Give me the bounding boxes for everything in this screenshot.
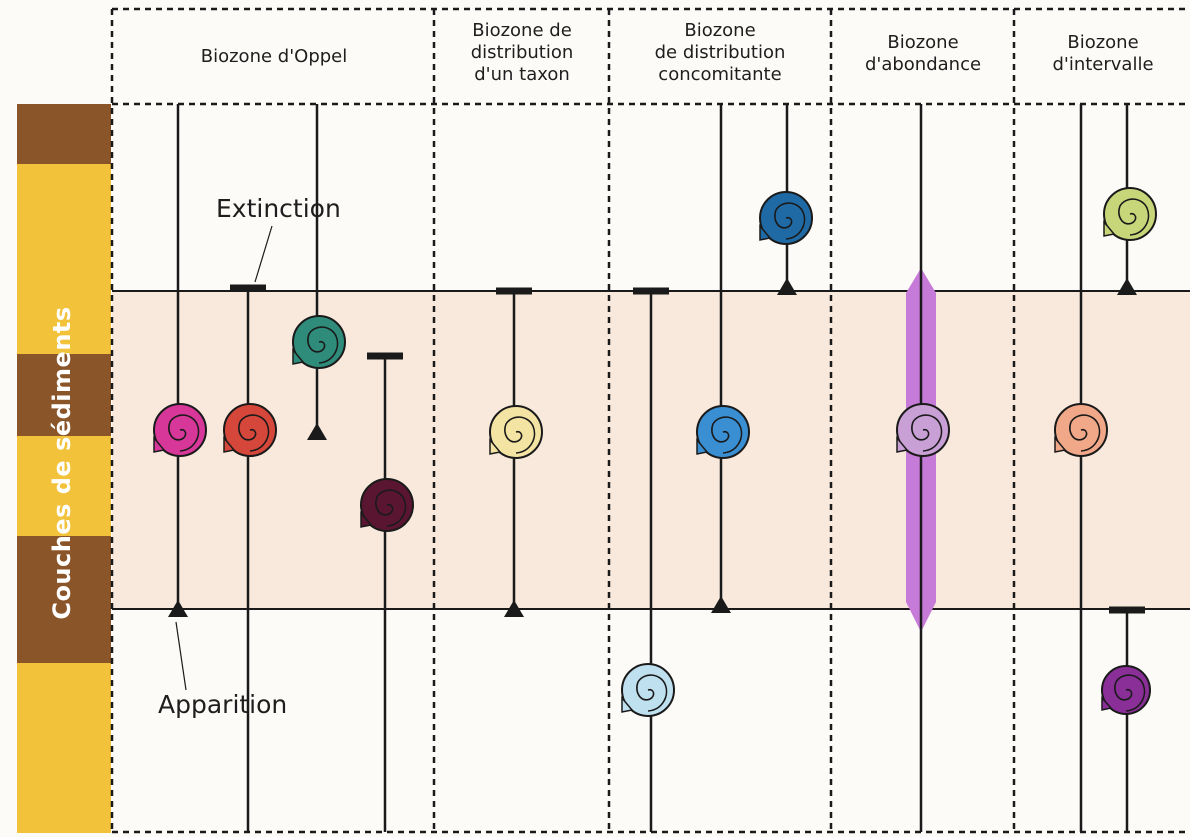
column-header-abundance: Biozone d'abondance [864,32,982,75]
stratum-light [17,164,111,354]
extinction-bars [230,284,1145,614]
ammonite-icon [696,405,750,459]
stratum-light [17,436,111,536]
ammonite-icon [223,403,277,457]
apparition-pointer [175,621,187,691]
taxon-ranges [176,104,1129,832]
ammonite-icon [489,405,543,459]
ammonite-icon [360,478,414,532]
column-header-oppel: Biozone d'Oppel [200,46,348,67]
ammonite-icon [153,403,207,457]
ammonite-icon [1101,665,1151,715]
sediment-layers-label: Couches de sédiments [48,306,76,620]
extinction-pointer [254,225,273,283]
column-header-interval: Biozone d'intervalle [1052,32,1154,75]
ammonite-icon [292,315,346,369]
appearance-markers [168,278,1137,617]
appearance-triangle [1117,278,1137,295]
appearance-triangle [307,423,327,440]
column-header-taxon-range: Biozone de distribution d'un taxon [470,20,574,85]
column-header-concurrent-range: Biozone de distribution concomitante [654,20,786,85]
stratum-dark [17,536,111,663]
ammonite-icon [621,663,675,717]
appearance-triangle [504,600,524,617]
appearance-triangle [711,596,731,613]
ammonite-icon [896,403,950,457]
apparition-label: Apparition [158,690,288,719]
sediment-column [17,104,111,833]
extinction-label: Extinction [216,194,341,223]
ammonite-icon [1103,187,1157,241]
appearance-triangle [168,600,188,617]
stratum-dark [17,354,111,436]
ammonite-icon [759,191,813,245]
stratum-dark [17,104,111,164]
appearance-triangle [777,278,797,295]
stratum-light [17,663,111,833]
table-frame [110,7,1190,834]
ammonite-icon [1054,403,1108,457]
